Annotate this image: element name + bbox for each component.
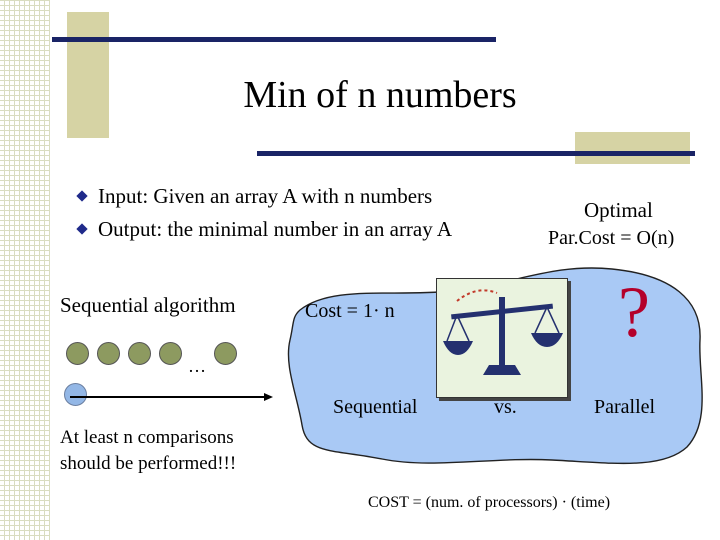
bullet-item: Input: Given an array A with n numbers (76, 180, 452, 213)
optimal-label: Optimal (584, 198, 653, 222)
number-circle (128, 342, 151, 365)
vs-label: vs. (494, 396, 517, 418)
comparisons-note-line2: should be performed!!! (60, 453, 237, 474)
bullet-text: Output: the minimal number in an array A (98, 217, 453, 241)
cost-formula: COST = (num. of processors) · (time) (368, 494, 611, 511)
number-circle (214, 342, 237, 365)
title-accent-block (67, 12, 109, 138)
top-rule (52, 37, 496, 42)
diamond-bullet-icon (76, 223, 88, 235)
scale-clipart (436, 278, 568, 398)
optimal-cost: Par.Cost = O(n) (548, 227, 675, 249)
cost-label: Cost = 1· n (305, 300, 395, 322)
parallel-label: Parallel (594, 396, 656, 418)
right-accent-block (575, 132, 690, 164)
bottom-rule (257, 151, 695, 156)
bullet-item: Output: the minimal number in an array A (76, 213, 453, 246)
comparisons-note-line1: At least n comparisons (60, 427, 234, 448)
question-mark: ? (618, 272, 650, 352)
number-circle (97, 342, 120, 365)
sequential-label: Sequential (333, 396, 418, 418)
ellipsis: … (188, 356, 206, 376)
decorative-grid-strip (0, 0, 50, 540)
slide-title: Min of n numbers (243, 74, 517, 116)
bullet-list: Input: Given an array A with n numbers O… (76, 180, 453, 246)
diamond-bullet-icon (76, 190, 88, 202)
sequential-algorithm-label: Sequential algorithm (60, 293, 236, 317)
balance-scale-icon (437, 279, 567, 397)
bullet-text: Input: Given an array A with n numbers (98, 184, 433, 208)
current-min-circle (64, 383, 87, 406)
number-circle (66, 342, 89, 365)
number-circle (159, 342, 182, 365)
right-arrow-icon (264, 393, 273, 401)
scan-arrow (70, 396, 266, 398)
